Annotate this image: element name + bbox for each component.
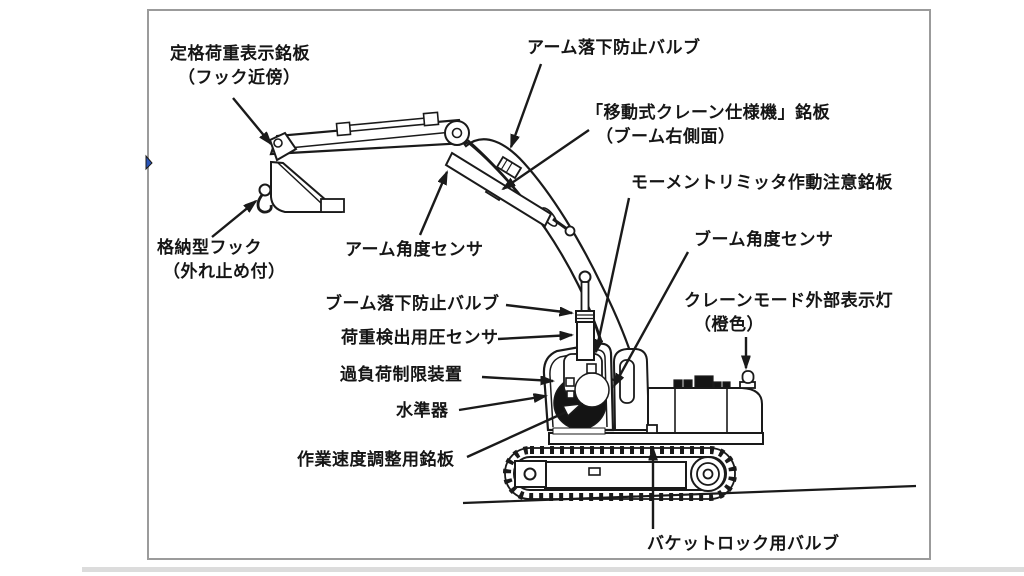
label-boom-drop-valve: ブーム落下防止バルブ — [325, 292, 500, 316]
crawler-tracks — [503, 446, 737, 501]
stowable-hook — [256, 183, 273, 214]
label-line: アーム落下防止バルブ — [527, 38, 701, 58]
label-line: （フック近傍） — [178, 68, 301, 88]
boom-foot-mount — [612, 348, 651, 431]
label-stowable-hook: 格納型フック （外れ止め付） — [157, 236, 286, 284]
blue-edge-mark — [145, 154, 153, 171]
label-line: 定格荷重表示銘板 — [170, 44, 310, 64]
leader-work-speed-plate — [466, 410, 567, 459]
label-work-speed-plate: 作業速度調整用銘板 — [297, 448, 455, 472]
label-line: 荷重検出用圧センサ — [341, 328, 499, 348]
deck — [548, 424, 764, 445]
label-moment-limiter-plate: モーメントリミッタ作動注意銘板 — [631, 171, 893, 195]
label-line: モーメントリミッタ作動注意銘板 — [631, 173, 893, 193]
arm-boom-joint — [444, 120, 470, 146]
leader-lines — [211, 63, 746, 529]
arm-cylinder — [444, 151, 576, 237]
label-boom-angle-sensor: ブーム角度センサ — [694, 228, 834, 252]
label-overload-limiter: 過負荷制限装置 — [340, 363, 463, 387]
arm — [269, 111, 470, 156]
drive-sprocket — [690, 456, 726, 492]
bottom-strip — [82, 567, 1024, 572]
label-line: 過負荷制限装置 — [340, 365, 463, 385]
work-speed-plate-arrowhead — [561, 402, 584, 418]
label-load-pressure-sensor: 荷重検出用圧センサ — [341, 326, 499, 350]
label-line: ブーム角度センサ — [694, 230, 834, 250]
label-line: 「移動式クレーン仕様機」銘板 — [586, 103, 831, 123]
bucket-lock-valve-block — [646, 424, 658, 434]
label-crane-spec-plate: 「移動式クレーン仕様機」銘板 （ブーム右側面） — [586, 101, 830, 149]
label-crane-mode-light: クレーンモード外部表示灯 （橙色） — [684, 289, 893, 337]
leader-moment-limiter — [596, 197, 631, 352]
leader-overload-limiter — [481, 375, 553, 381]
leader-boom-drop-valve — [505, 303, 572, 313]
engine-housing — [647, 375, 763, 439]
leader-load-pressure-sensor — [497, 335, 572, 339]
label-bucket-lock-valve: バケットロック用バルブ — [647, 532, 840, 556]
label-arm-angle-sensor: アーム角度センサ — [345, 238, 483, 262]
label-line: 水準器 — [396, 401, 449, 421]
load-pressure-sensor-location — [576, 321, 595, 361]
leader-crane-spec-plate — [503, 129, 590, 189]
leader-stowable-hook — [211, 201, 256, 238]
label-line: （外れ止め付） — [163, 262, 286, 282]
label-line: バケットロック用バルブ — [647, 534, 840, 554]
leader-boom-angle-sensor — [612, 251, 690, 386]
label-line: （ブーム右側面） — [596, 127, 736, 147]
boom-cylinder — [575, 270, 595, 361]
label-line: （橙色） — [694, 315, 764, 335]
crane-mode-lamp — [739, 370, 756, 389]
label-line: アーム角度センサ — [345, 240, 484, 260]
label-level-gauge: 水準器 — [396, 399, 449, 423]
leader-rated-load — [232, 97, 271, 144]
label-line: 格納型フック — [157, 238, 262, 258]
bucket — [268, 131, 345, 213]
leader-level-gauge — [458, 396, 546, 412]
boom-drop-valve-block — [575, 310, 595, 323]
label-line: 作業速度調整用銘板 — [297, 450, 455, 470]
leader-arm-drop-valve — [509, 63, 543, 147]
cab — [542, 342, 615, 435]
label-rated-load-plate: 定格荷重表示銘板 （フック近傍） — [170, 42, 310, 90]
label-arm-drop-valve: アーム落下防止バルブ — [527, 36, 700, 60]
label-line: クレーンモード外部表示灯 — [684, 291, 894, 311]
leader-arm-angle-sensor — [418, 172, 449, 236]
label-line: ブーム落下防止バルブ — [325, 294, 500, 314]
